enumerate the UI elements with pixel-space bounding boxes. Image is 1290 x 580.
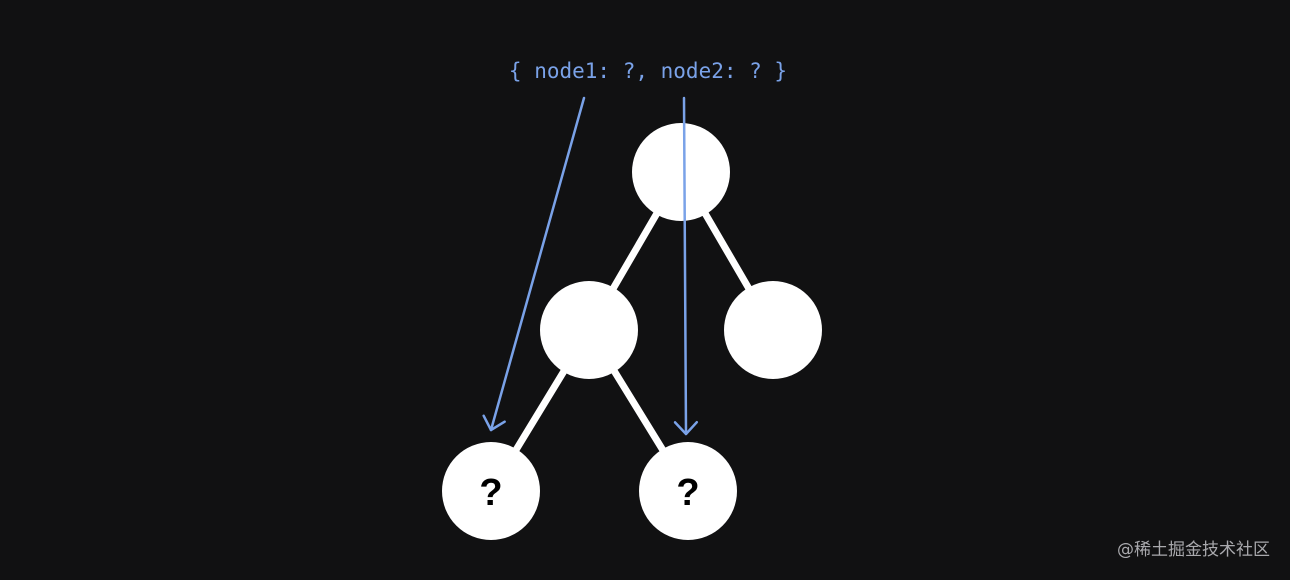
node-label: ? — [676, 472, 699, 514]
tree-node-right — [724, 281, 822, 379]
node-circle — [442, 442, 540, 540]
tree-node-left — [540, 281, 638, 379]
pointer-object-label: { node1: ?, node2: ? } — [509, 59, 787, 83]
node-circle — [639, 442, 737, 540]
node-circle — [632, 123, 730, 221]
tree-node-left-right: ? — [639, 442, 737, 540]
node-label: ? — [479, 472, 502, 514]
node-circle — [724, 281, 822, 379]
arrow-head-icon — [482, 414, 506, 432]
tree-nodes: ?? — [442, 123, 822, 540]
pointer-arrow-node2 — [673, 96, 699, 436]
tree-node-left-left: ? — [442, 442, 540, 540]
node-circle — [540, 281, 638, 379]
pointer-arrow-node1 — [482, 96, 586, 432]
watermark-text: @稀土掘金技术社区 — [1117, 540, 1270, 560]
tree-node-root — [632, 123, 730, 221]
arrow-head-icon — [673, 420, 699, 436]
pointer-arrows — [482, 96, 699, 436]
